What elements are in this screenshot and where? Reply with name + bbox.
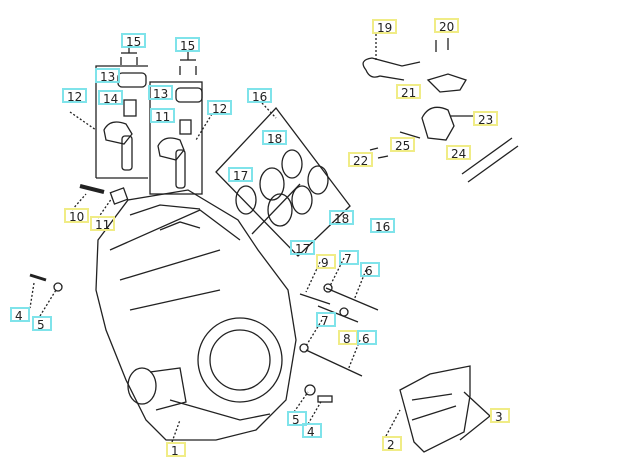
callout-22[interactable]: 22 (348, 152, 374, 168)
bracket-21 (426, 73, 467, 93)
callout-24[interactable]: 24 (446, 145, 472, 161)
callout-7[interactable]: 7 (339, 250, 359, 266)
callout-19[interactable]: 19 (372, 19, 398, 35)
callout-8[interactable]: 8 (338, 330, 358, 346)
bolts-6-7 (299, 283, 379, 377)
callout-18[interactable]: 18 (262, 130, 288, 146)
callout-15[interactable]: 15 (121, 33, 147, 49)
callout-16[interactable]: 16 (370, 218, 396, 234)
callout-11[interactable]: 11 (150, 108, 176, 124)
throttle-body-group (215, 106, 351, 257)
callout-1[interactable]: 1 (166, 442, 186, 458)
callout-12[interactable]: 12 (207, 100, 233, 116)
callout-16[interactable]: 16 (247, 88, 273, 104)
callout-5[interactable]: 5 (32, 316, 52, 332)
callout-7[interactable]: 7 (316, 312, 336, 328)
coil-group-right (149, 52, 203, 195)
callout-5[interactable]: 5 (287, 411, 307, 427)
callout-14[interactable]: 14 (98, 90, 124, 106)
hose-19 (362, 57, 421, 81)
callout-11[interactable]: 11 (90, 216, 116, 232)
callout-25[interactable]: 25 (390, 137, 416, 153)
callout-4[interactable]: 4 (10, 307, 30, 323)
callout-6[interactable]: 6 (360, 262, 380, 278)
callout-9[interactable]: 9 (316, 254, 336, 270)
clips-20 (435, 38, 449, 52)
mounts-bottom (304, 384, 333, 403)
engine-assembly (79, 184, 297, 441)
callout-18[interactable]: 18 (329, 210, 355, 226)
pipe-24 (461, 137, 519, 183)
cover-2 (399, 365, 471, 453)
callout-13[interactable]: 13 (95, 68, 121, 84)
callout-2[interactable]: 2 (382, 436, 402, 452)
callout-4[interactable]: 4 (302, 423, 322, 439)
callout-17[interactable]: 17 (290, 240, 316, 256)
callout-12[interactable]: 12 (62, 88, 88, 104)
mounts-left (29, 273, 63, 292)
callout-3[interactable]: 3 (490, 408, 510, 424)
thermostat-23 (421, 106, 473, 141)
callout-15[interactable]: 15 (175, 37, 201, 53)
callout-20[interactable]: 20 (434, 18, 460, 34)
callout-17[interactable]: 17 (228, 167, 254, 183)
callout-21[interactable]: 21 (396, 84, 422, 100)
callout-13[interactable]: 13 (148, 85, 174, 101)
bolts-3 (459, 391, 491, 441)
callout-23[interactable]: 23 (473, 111, 499, 127)
callout-6[interactable]: 6 (357, 330, 377, 346)
coil-group-left (95, 47, 148, 179)
bolts-22-25 (369, 131, 421, 159)
callout-10[interactable]: 10 (64, 208, 90, 224)
